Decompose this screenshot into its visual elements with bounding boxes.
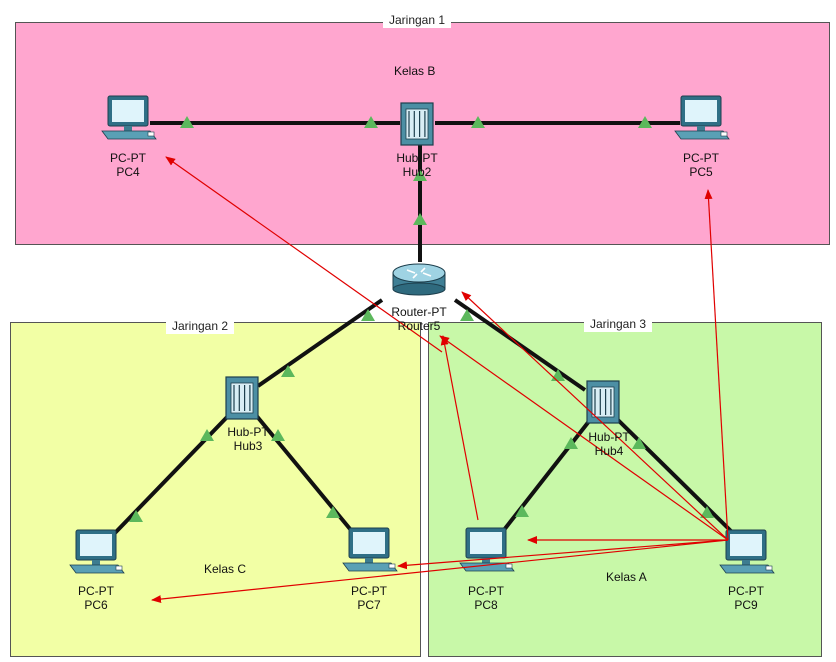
annotation-arrow-1 [151,539,729,604]
hub2-device-icon[interactable] [400,102,434,146]
link-indicator-pc4-hub2-1 [364,116,378,128]
annotation-arrow-5 [439,335,729,541]
pc8-device-icon[interactable] [459,527,515,572]
link-indicator-hub3-pc6-1 [129,510,143,522]
link-indicator-router5-hub4-0 [460,309,474,321]
hub3-type-label: Hub-PT [227,425,269,439]
hub4-device-icon[interactable] [586,380,620,424]
pc6-name-label: PC6 [84,598,108,612]
pc5-device-icon[interactable] [674,95,730,140]
link-indicator-hub4-pc8-1 [515,505,529,517]
zone-label-jaringan2: Jaringan 2 [166,318,235,334]
link-indicator-hub3-pc7-1 [326,506,340,518]
link-indicator-hub2-router5-0 [413,169,427,181]
annotation-arrow-3 [704,189,729,541]
hub4-name-label: Hub4 [594,444,624,458]
hub3-device-icon[interactable] [225,376,259,420]
link-hub4-pc9 [616,418,737,537]
link-indicator-hub3-pc7-0 [271,429,285,441]
class-label-0: Kelas B [394,64,436,78]
link-hub3-pc6 [110,412,232,538]
link-indicator-hub2-router5-1 [413,213,427,225]
class-label-2: Kelas A [606,570,647,584]
hub2-name-label: Hub2 [402,165,432,179]
pc8-name-label: PC8 [474,598,498,612]
pc9-name-label: PC9 [734,598,758,612]
pc7-name-label: PC7 [357,598,381,612]
annotation-arrow-7 [165,156,443,353]
pc6-type-label: PC-PT [78,584,114,598]
annotation-arrow-2 [397,539,729,570]
link-hub4-pc8 [498,418,592,537]
annotation-arrow-6 [440,335,479,521]
link-indicator-hub2-pc5-0 [471,116,485,128]
pc4-type-label: PC-PT [110,151,146,165]
zone-label-jaringan3: Jaringan 3 [584,316,653,332]
link-indicator-hub4-pc9-0 [632,437,646,449]
hub2-type-label: Hub-PT [396,151,438,165]
router5-name-label: Router5 [397,319,441,333]
zone-jaringan2 [10,322,421,657]
pc9-device-icon[interactable] [719,529,775,574]
hub3-name-label: Hub3 [233,439,263,453]
link-indicator-hub2-pc5-1 [638,116,652,128]
zone-label-jaringan1: Jaringan 1 [383,12,452,28]
link-indicator-hub4-pc9-1 [700,506,714,518]
link-router5-hub3 [256,298,384,388]
pc5-type-label: PC-PT [683,151,719,165]
pc7-type-label: PC-PT [351,584,387,598]
annotation-arrow-4 [461,291,729,541]
pc7-device-icon[interactable] [342,527,398,572]
pc8-type-label: PC-PT [468,584,504,598]
class-label-1: Kelas C [204,562,247,576]
link-indicator-router5-hub3-0 [361,309,375,321]
link-indicator-router5-hub3-1 [281,365,295,377]
pc9-type-label: PC-PT [728,584,764,598]
router5-type-label: Router-PT [391,305,447,319]
pc4-device-icon[interactable] [101,95,157,140]
link-indicator-hub3-pc6-0 [200,429,214,441]
router5-device-icon[interactable] [392,263,446,296]
link-indicator-pc4-hub2-0 [180,116,194,128]
link-router5-hub4 [453,298,587,392]
pc4-name-label: PC4 [116,165,140,179]
zone-jaringan3 [428,322,822,657]
link-hub3-pc7 [253,412,357,537]
hub4-type-label: Hub-PT [588,430,630,444]
link-indicator-hub4-pc8-0 [564,437,578,449]
pc5-name-label: PC5 [689,165,713,179]
pc6-device-icon[interactable] [69,529,125,574]
